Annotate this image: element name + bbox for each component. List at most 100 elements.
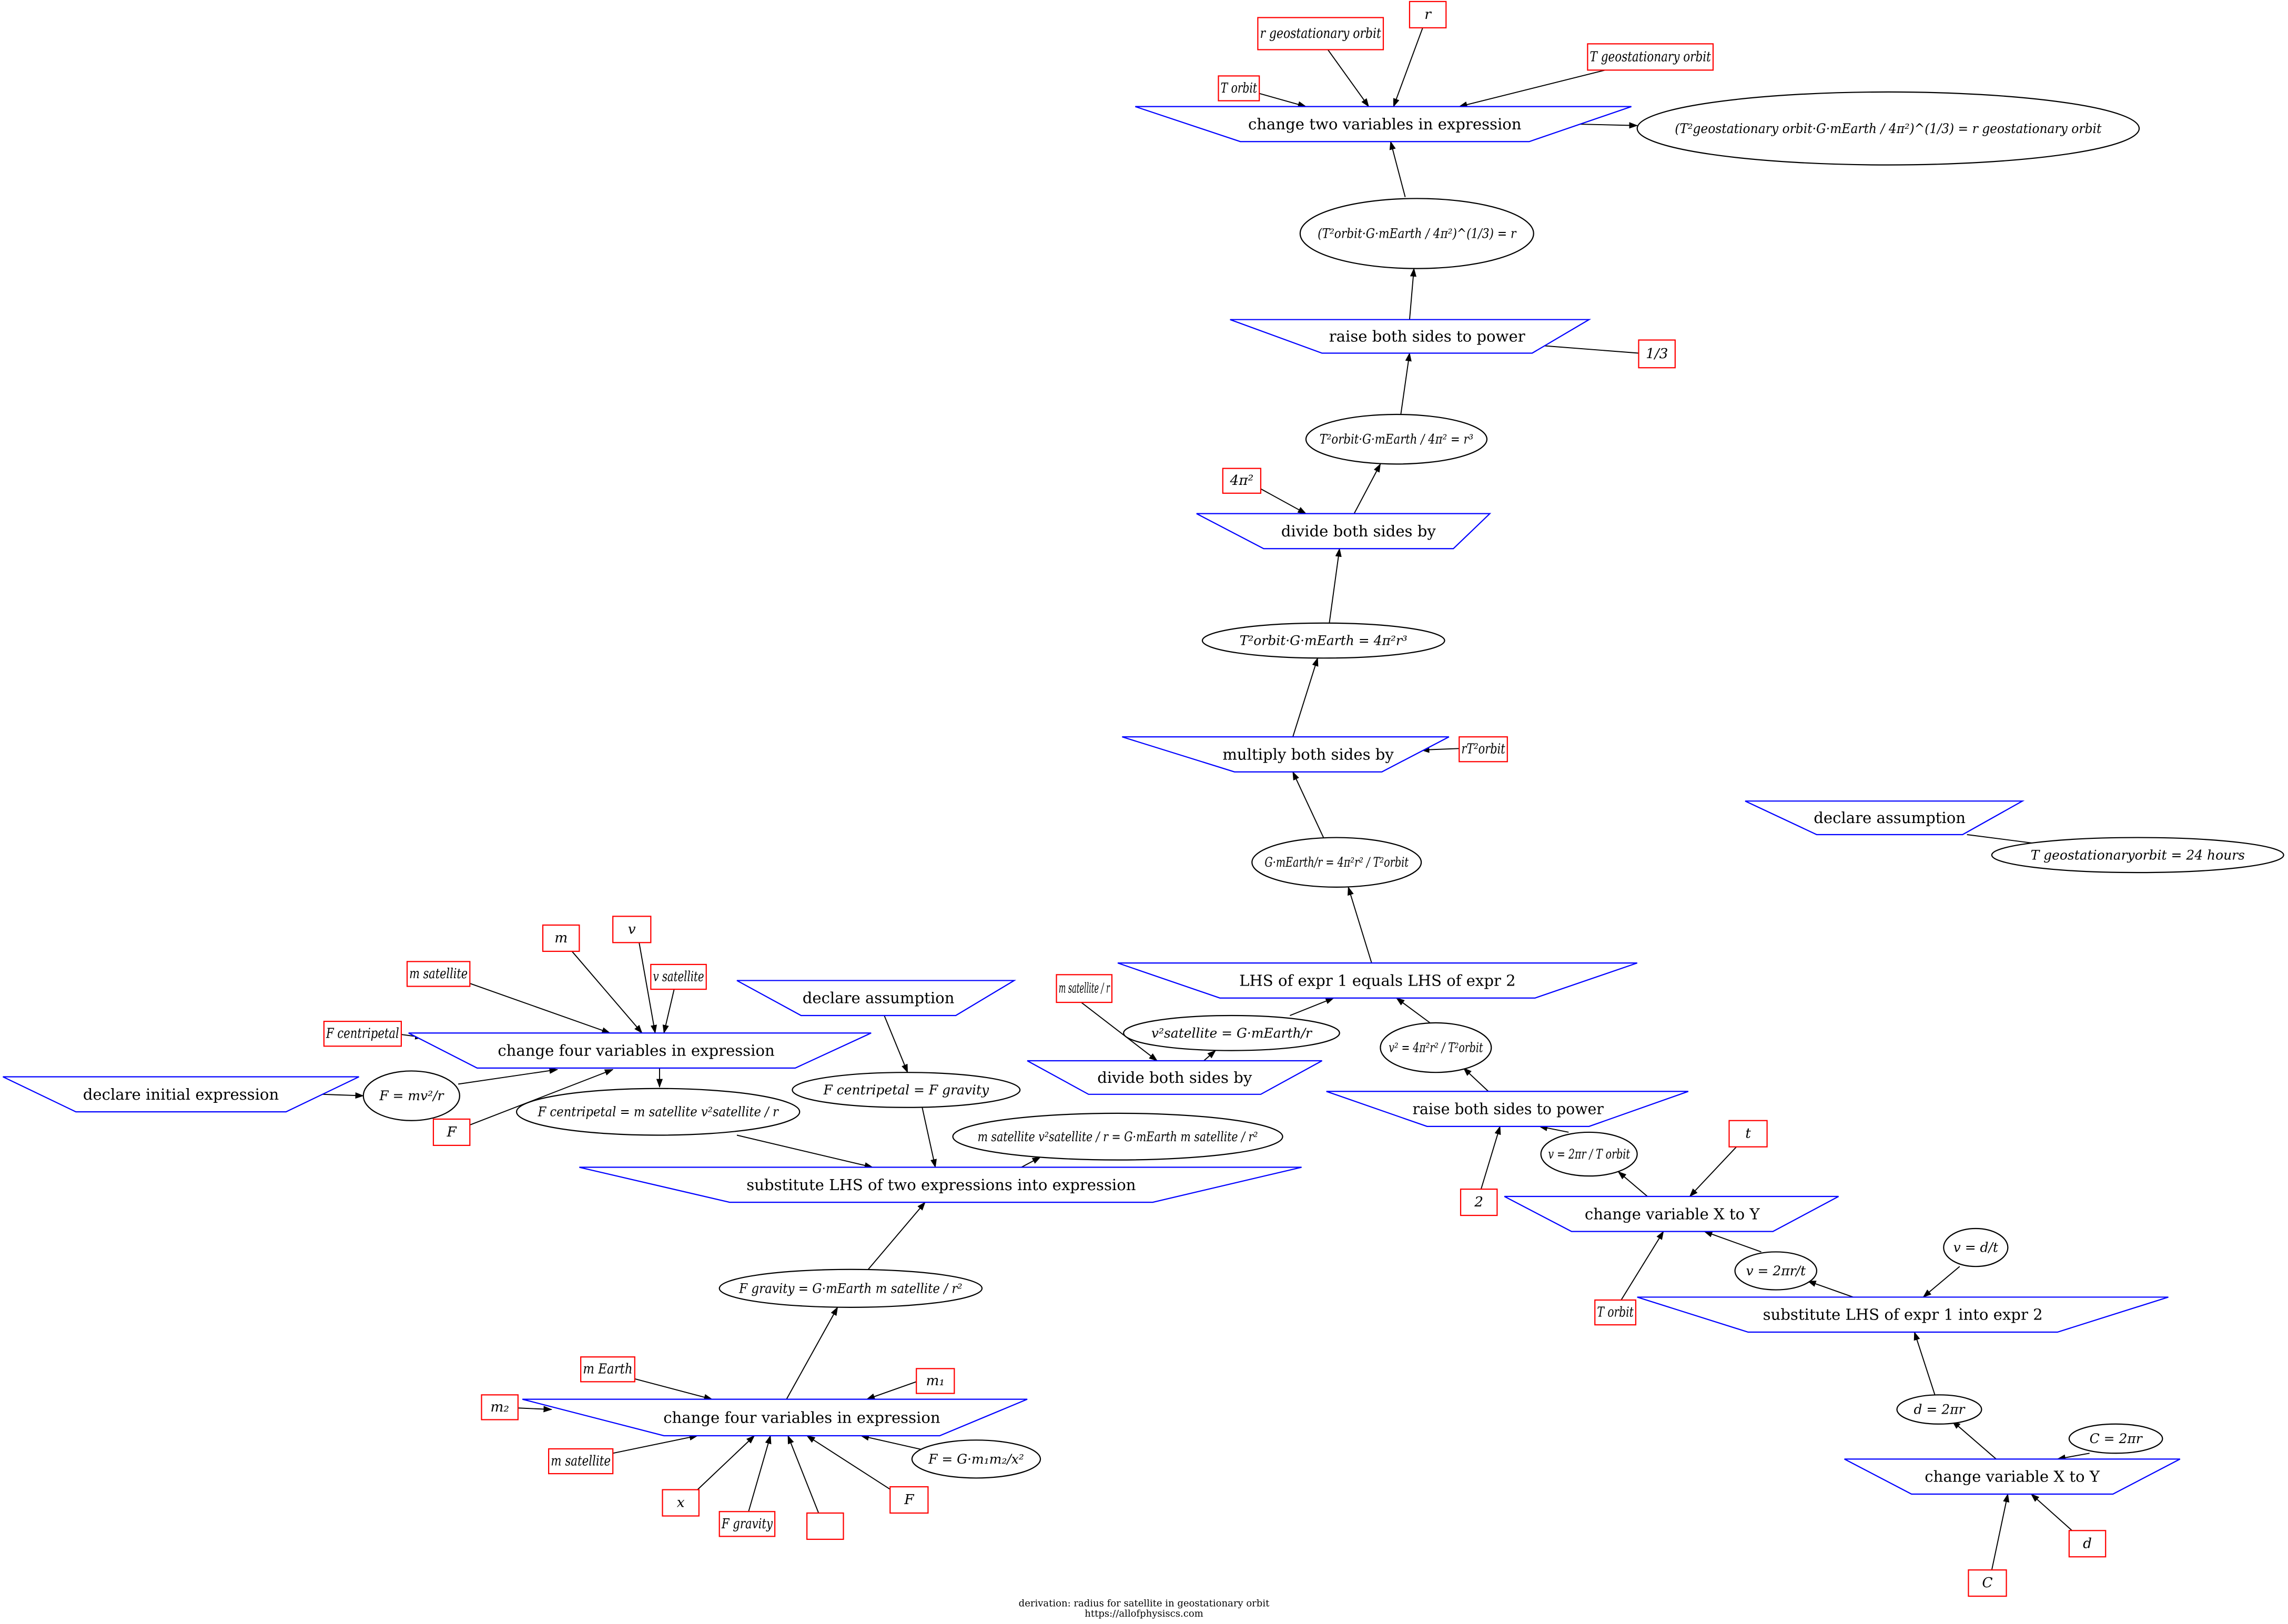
step-node[interactable]: substitute LHS of two expressions into e… (579, 1166, 1302, 1203)
symbol-node[interactable]: T orbit (1218, 75, 1260, 102)
edge-arrow (1292, 657, 1319, 737)
symbol-node[interactable]: m₂ (481, 1394, 519, 1420)
edge-arrow (736, 1134, 874, 1169)
symbol-node[interactable]: C (1968, 1569, 2007, 1597)
expression-node[interactable]: T²orbit·G·mEarth = 4π²r³ (1201, 622, 1445, 659)
edge-arrow (518, 1406, 553, 1413)
symbol-node[interactable]: F (889, 1486, 929, 1514)
symbol-label: F centripetal (326, 1026, 399, 1042)
edge-arrow (867, 1202, 926, 1270)
symbol-node[interactable]: rT²orbit (1459, 736, 1508, 763)
symbol-node[interactable]: v satellite (650, 963, 707, 990)
symbol-label: d (2083, 1536, 2092, 1551)
symbol-node[interactable]: F gravity (718, 1511, 776, 1537)
expression-node[interactable]: v²satellite = G·mEarth/r (1123, 1014, 1340, 1051)
symbol-node[interactable]: m Earth (580, 1356, 635, 1383)
step-node[interactable]: raise both sides to power (1230, 319, 1592, 354)
edge-arrow (639, 942, 657, 1034)
expression-node[interactable]: F gravity = G·mEarth m satellite / r² (718, 1268, 983, 1308)
edge-arrow (1538, 1124, 1569, 1133)
expression-node[interactable]: C = 2πr (2068, 1423, 2163, 1454)
expression-label: F centripetal = F gravity (823, 1082, 989, 1098)
symbol-node[interactable]: F centripetal (323, 1020, 402, 1047)
step-node[interactable]: multiply both sides by (1122, 736, 1450, 773)
symbol-label: m satellite (409, 966, 468, 982)
expression-node[interactable]: v = 2πr / T orbit (1540, 1131, 1638, 1177)
step-node[interactable]: change four variables in expression (522, 1398, 1028, 1437)
expression-node[interactable]: F = mv²/r (362, 1070, 460, 1121)
symbol-node[interactable]: x (662, 1489, 700, 1517)
edge-arrow (806, 1435, 894, 1492)
expression-label: v²satellite = G·mEarth/r (1151, 1026, 1313, 1041)
symbol-label: x (677, 1495, 685, 1511)
symbol-node[interactable]: m satellite (548, 1448, 614, 1475)
step-node[interactable]: LHS of expr 1 equals LHS of expr 2 (1117, 962, 1638, 999)
expression-node[interactable]: v = 2πr/t (1734, 1251, 1818, 1291)
symbol-node[interactable] (806, 1512, 844, 1540)
symbol-node[interactable]: m satellite / r (1056, 974, 1113, 1003)
expression-node[interactable]: (T²geostationary orbit·G·mEarth / 4π²)^(… (1636, 91, 2140, 166)
symbol-node[interactable]: m (542, 924, 580, 952)
expression-node[interactable]: F centripetal = F gravity (792, 1072, 1021, 1108)
symbol-node[interactable]: 4π² (1222, 468, 1262, 494)
edge-arrow (866, 1381, 917, 1400)
step-node[interactable]: change four variables in expression (408, 1032, 872, 1069)
step-node[interactable]: change two variables in expression (1135, 106, 1632, 143)
edge-arrow (1409, 268, 1417, 320)
expression-shape (1380, 1022, 1492, 1073)
edge-arrow (1951, 1420, 1997, 1460)
expression-label: F gravity = G·mEarth m satellite / r² (738, 1281, 962, 1296)
expression-node[interactable]: F centripetal = m satellite v²satellite … (515, 1088, 801, 1136)
step-shape (1117, 962, 1638, 999)
caption-title: derivation: radius for satellite in geos… (1019, 1598, 1270, 1609)
step-node[interactable]: declare assumption (736, 980, 1017, 1017)
symbol-label: T geostationary orbit (1590, 49, 1712, 65)
expression-node[interactable]: d = 2πr (1896, 1394, 1982, 1425)
edge-arrow (860, 1434, 926, 1451)
symbol-node[interactable]: t (1728, 1120, 1768, 1148)
expression-node[interactable]: (T²orbit·G·mEarth / 4π²)^(1/3) = r (1299, 198, 1534, 269)
step-node[interactable]: raise both sides to power (1326, 1091, 1689, 1127)
symbol-node[interactable]: 2 (1460, 1189, 1498, 1216)
step-node[interactable]: change variable X to Y (1844, 1458, 2181, 1495)
symbol-box (1968, 1569, 2007, 1597)
expression-node[interactable]: v = d/t (1943, 1227, 2009, 1267)
expression-node[interactable]: T²orbit·G·mEarth / 4π² = r³ (1305, 413, 1488, 465)
symbol-node[interactable]: F (432, 1118, 471, 1146)
expression-node[interactable]: G·mEarth/r = 4π²r² / T²orbit (1251, 837, 1422, 888)
symbol-label: m satellite / r (1059, 981, 1110, 997)
step-shape (1122, 736, 1450, 773)
symbol-node[interactable]: r (1409, 1, 1447, 28)
step-node[interactable]: substitute LHS of expr 1 into expr 2 (1637, 1296, 2169, 1333)
symbol-label: F (904, 1492, 915, 1508)
symbol-node[interactable]: v (612, 916, 652, 943)
step-node[interactable]: divide both sides by (1027, 1060, 1322, 1095)
symbol-label: m Earth (583, 1362, 632, 1377)
symbol-box (1409, 1, 1447, 28)
expression-node[interactable]: F = G·m₁m₂/x² (911, 1439, 1041, 1479)
step-shape (1135, 106, 1632, 143)
symbol-node[interactable]: T geostationary orbit (1587, 43, 1714, 71)
symbol-node[interactable]: r geostationary orbit (1257, 17, 1384, 50)
symbol-node[interactable]: T orbit (1594, 1299, 1637, 1326)
edge-arrow (1621, 1231, 1664, 1301)
symbol-node[interactable]: 1/3 (1638, 339, 1676, 369)
step-node[interactable]: declare assumption (1745, 800, 2025, 836)
edge-arrow (1420, 746, 1460, 753)
expression-label: v = 2πr / T orbit (1548, 1146, 1630, 1162)
expression-label: F centripetal = m satellite v²satellite … (538, 1104, 779, 1120)
symbol-node[interactable]: m satellite (406, 961, 471, 987)
expression-node[interactable]: T geostationaryorbit = 24 hours (1991, 837, 2284, 874)
expression-label: (T²geostationary orbit·G·mEarth / 4π²)^(… (1675, 121, 2102, 136)
expression-node[interactable]: m satellite v²satellite / r = G·mEarth m… (952, 1112, 1283, 1161)
step-shape (579, 1166, 1302, 1203)
step-node[interactable]: declare initial expression (3, 1076, 359, 1113)
symbol-node[interactable]: d (2068, 1530, 2107, 1558)
symbol-node[interactable]: m₁ (916, 1368, 955, 1394)
edge-arrow (1259, 93, 1307, 108)
symbol-label: 1/3 (1646, 346, 1668, 362)
step-node[interactable]: divide both sides by (1196, 513, 1492, 550)
step-node[interactable]: change variable X to Y (1504, 1195, 1839, 1232)
expression-label: v = 2πr/t (1746, 1263, 1806, 1278)
expression-node[interactable]: v² = 4π²r² / T²orbit (1380, 1022, 1492, 1073)
